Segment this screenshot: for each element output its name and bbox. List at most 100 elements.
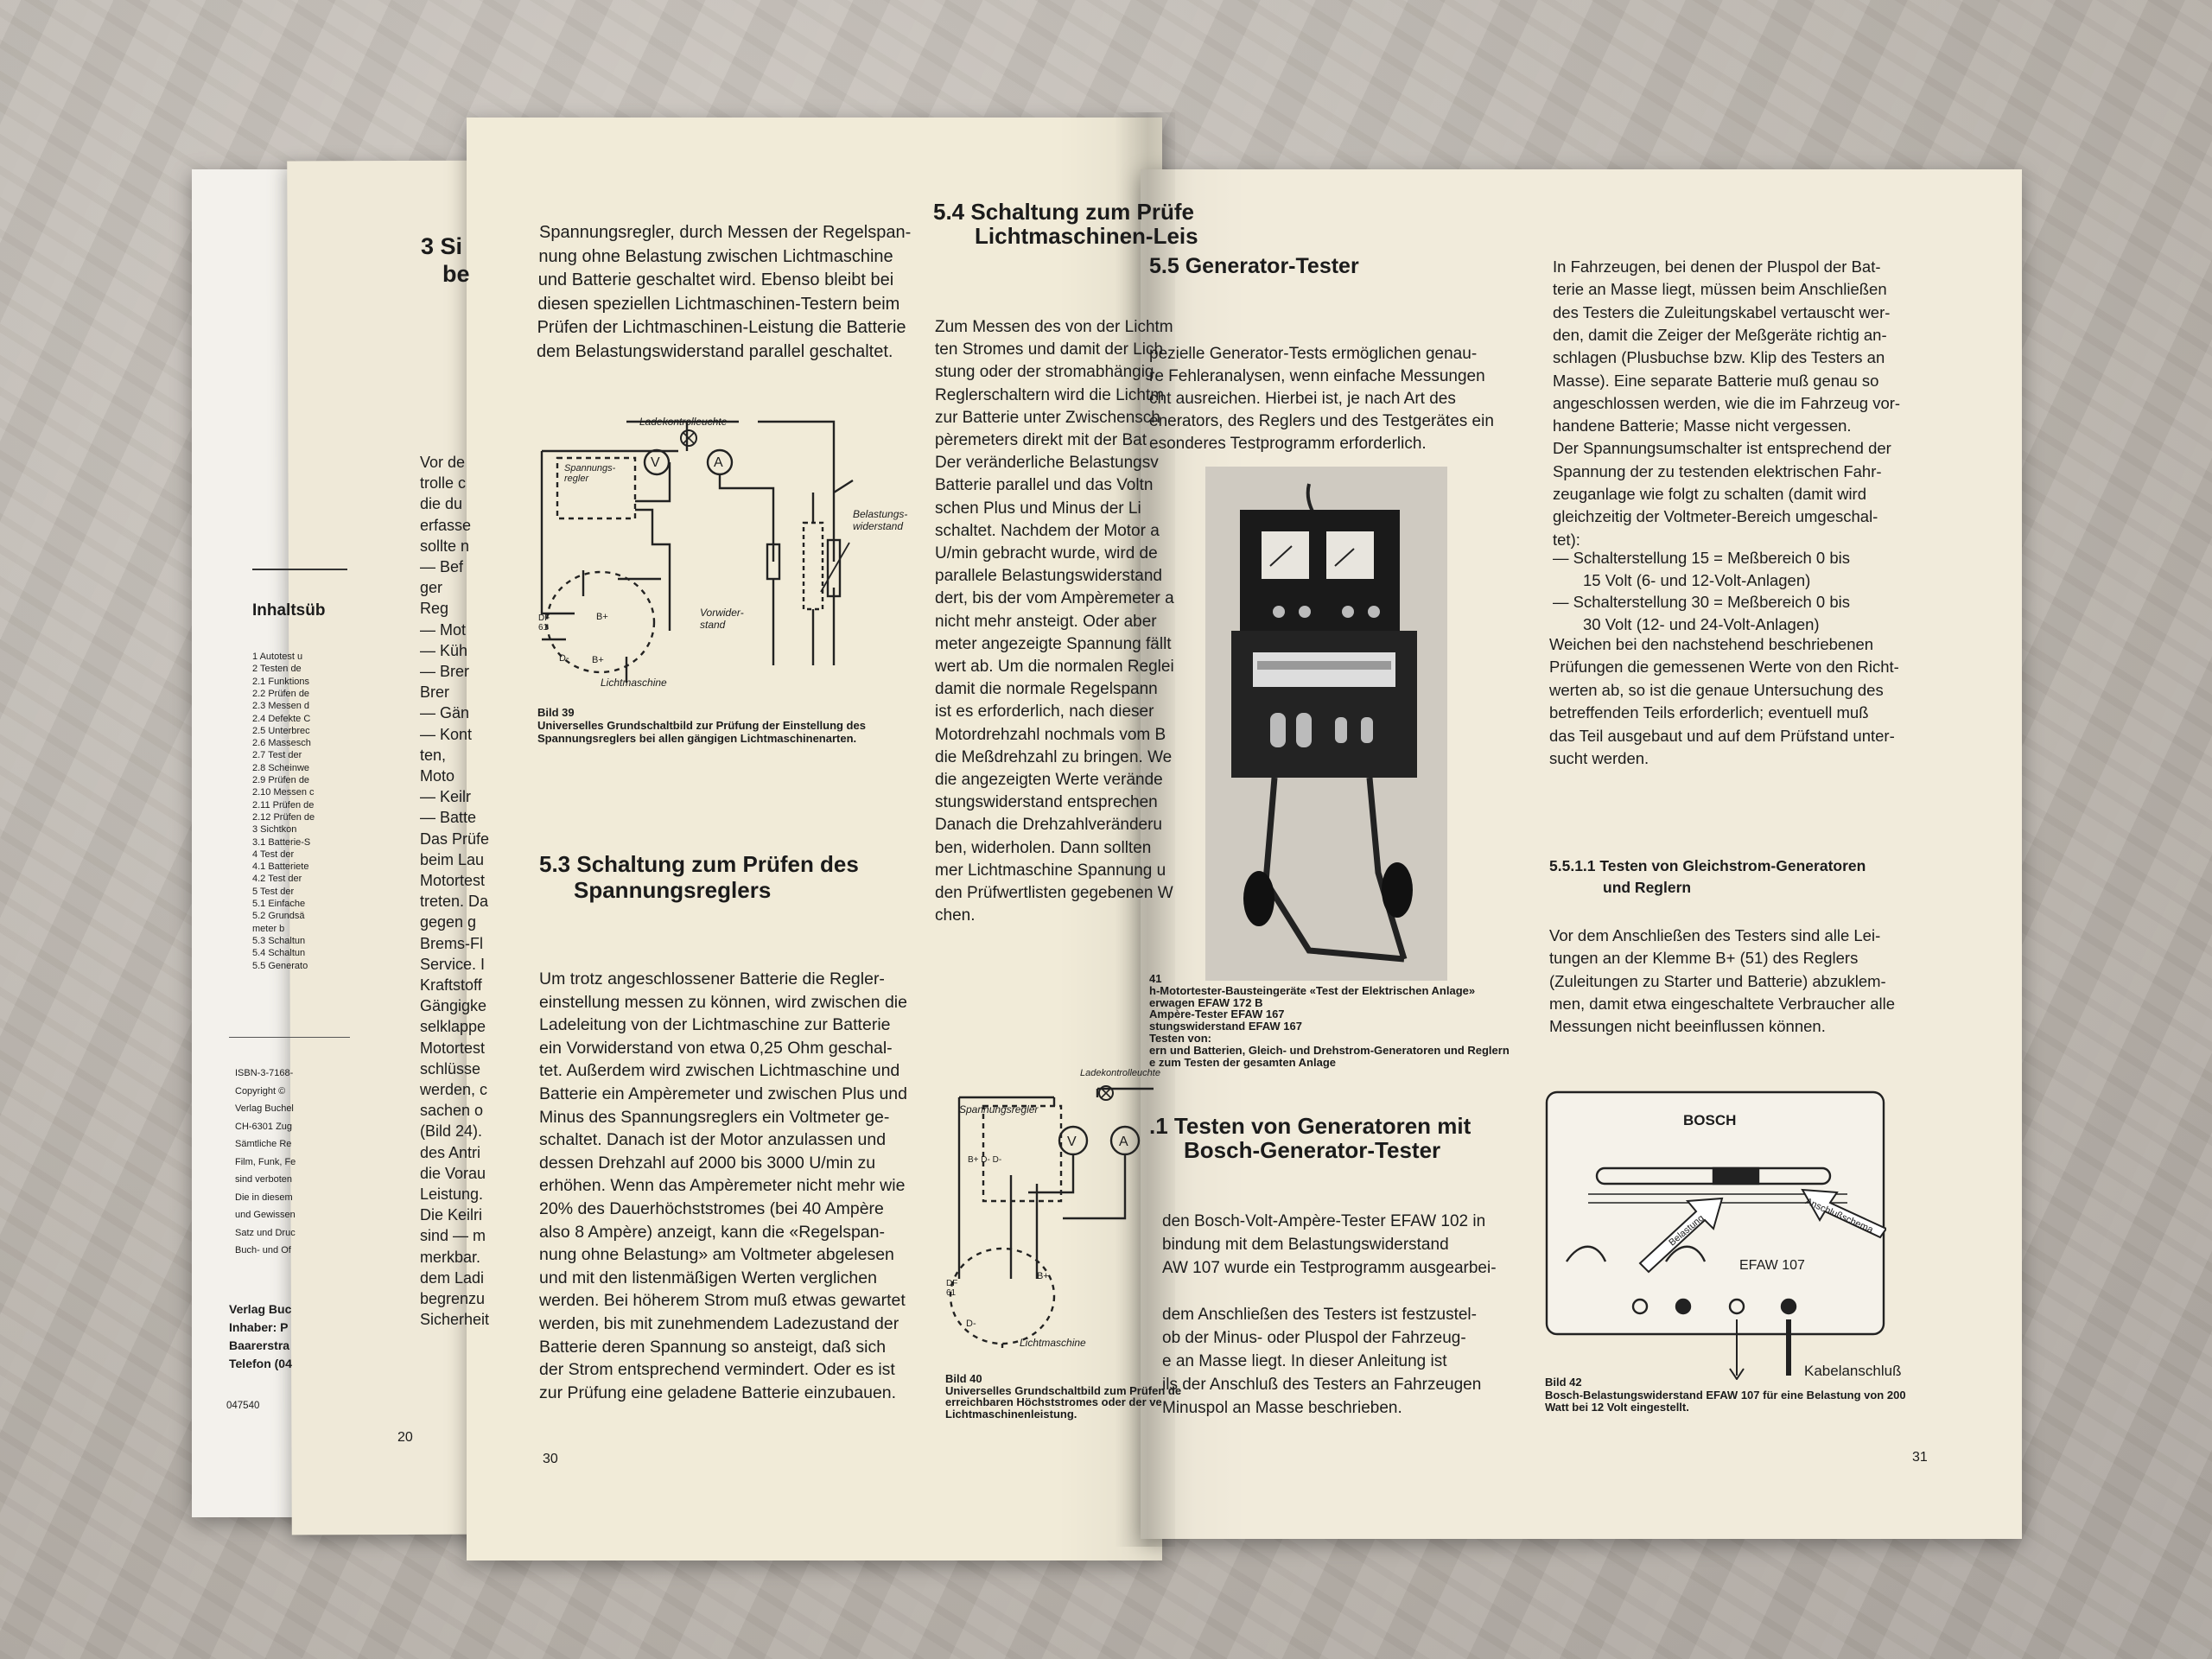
text-line: sind verboten xyxy=(235,1174,293,1185)
text-line: und Gewissen xyxy=(235,1210,296,1220)
label-terminals-40: B+ D- D- xyxy=(968,1155,1002,1165)
toc-entry: 4.2 Test der xyxy=(252,874,302,885)
text-line: und Reglern xyxy=(1603,878,1692,896)
toc-entry: 2.1 Funktions xyxy=(252,676,310,687)
text-line: Der Spannungsumschalter ist entsprechend… xyxy=(1553,439,1891,458)
text-line: Minuspol an Masse beschrieben. xyxy=(1162,1399,1402,1417)
text-line: erhöhen. Wenn das Ampèremeter nicht mehr… xyxy=(539,1176,906,1196)
text-line: Motordrehzahl nochmals vom B xyxy=(935,725,1166,744)
text-line: mer Lichtmaschine Spannung u xyxy=(935,861,1166,880)
text-line: werden. Bei höherem Strom muß etwas gewa… xyxy=(539,1291,906,1311)
label-generator-40: Lichtmaschine xyxy=(1020,1337,1086,1349)
text-line: enerators, des Reglers und des Testgerät… xyxy=(1149,412,1494,430)
label-df-40: DF 61 xyxy=(946,1279,958,1298)
text-line: zur Prüfung eine geladene Batterie einzu… xyxy=(539,1382,897,1402)
divider xyxy=(229,1037,350,1038)
text-line: 15 Volt (6- und 12-Volt-Anlagen) xyxy=(1583,570,1811,589)
text-line: stung oder der stromabhängig xyxy=(935,363,1154,382)
circuit-diagram-39: Ladekontrolleuchte Spannungs- regler V A… xyxy=(531,406,912,691)
text-line: tet): xyxy=(1553,530,1580,549)
text-line: ten Stromes und damit der Lich xyxy=(935,340,1164,359)
text-line: betreffenden Teils erforderlich; eventue… xyxy=(1549,703,1869,722)
label-generator: Lichtmaschine xyxy=(601,677,667,689)
text-line: Motortest xyxy=(420,1039,486,1057)
text-line: U/min gebracht wurde, wird de xyxy=(935,544,1158,563)
text-line: Leistung. xyxy=(420,1185,484,1203)
caption-line: Lichtmaschinenleistung. xyxy=(945,1407,1077,1421)
heading-line: Lichtmaschinen-Leis xyxy=(975,223,1198,249)
text-line: diesen speziellen Lichtmaschinen-Testern… xyxy=(537,294,900,314)
toc-entry: 2.6 Massesch xyxy=(252,738,311,749)
heading-line: 5.3 Schaltung zum Prüfen des xyxy=(539,851,859,877)
text-line: Masse). Eine separate Batterie muß genau… xyxy=(1553,371,1879,390)
text-line: Weichen bei den nachstehend beschriebene… xyxy=(1549,635,1874,653)
label-d-40: D- xyxy=(966,1319,976,1329)
toc-entry: 2.10 Messen c xyxy=(252,787,315,798)
text-line: die Meßdrehzahl zu bringen. We xyxy=(935,747,1173,766)
caption-line: stungswiderstand EFAW 167 xyxy=(1149,1020,1302,1033)
toc-entry: 3.1 Batterie-S xyxy=(252,836,311,848)
text-line: Kraftstoff xyxy=(420,976,482,994)
text-line: schaltet. Nachdem der Motor a xyxy=(935,521,1160,540)
text-line: Brer xyxy=(420,683,450,702)
text-line: dem Anschließen des Testers ist festzust… xyxy=(1162,1306,1477,1324)
text-line: nung ohne Belastung zwischen Lichtmaschi… xyxy=(538,246,893,266)
caption-line: erreichbaren Höchststromes oder der ve xyxy=(945,1395,1162,1408)
text-line: damit die normale Regelspann xyxy=(935,680,1158,699)
text-line: sollte n xyxy=(420,537,470,555)
heading-line: Bosch-Generator-Tester xyxy=(1184,1137,1441,1163)
caption-line: erwagen EFAW 172 B xyxy=(1149,995,1263,1009)
text-line: parallele Belastungswiderstand xyxy=(935,567,1162,586)
model-label: EFAW 107 xyxy=(1739,1258,1805,1273)
text-line: die du xyxy=(420,495,463,513)
label-df: DF 61 xyxy=(538,613,550,632)
caption-line: Universelles Grundschaltbild zum Prüfen … xyxy=(945,1383,1182,1397)
text-line: Verlag Buchel xyxy=(235,1103,294,1114)
text-line: — Küh xyxy=(420,641,468,659)
label-b-40: B+ xyxy=(1037,1271,1049,1281)
text-line: gleichzeitig der Voltmeter-Bereich umges… xyxy=(1553,507,1878,526)
text-line: — Schalterstellung 15 = Meßbereich 0 bis xyxy=(1553,549,1850,567)
tester-photo xyxy=(1205,467,1447,981)
text-line: ger xyxy=(420,579,443,597)
toc-entry: meter b xyxy=(252,923,285,934)
text-line: ein Vorwiderstand von etwa 0,25 Ohm gesc… xyxy=(539,1038,893,1058)
text-line: Ladeleitung von der Lichtmaschine zur Ba… xyxy=(539,1015,891,1035)
text-line: — Brer xyxy=(420,663,470,680)
toc-entry: 2.12 Prüfen de xyxy=(252,811,315,823)
text-line: den, damit die Zeiger der Meßgeräte rich… xyxy=(1553,325,1887,344)
text-line: (Bild 24). xyxy=(420,1122,483,1141)
text-line: 5.5.1.1 Testen von Gleichstrom-Generator… xyxy=(1549,857,1866,874)
text-line: schaltet. Danach ist der Motor anzulasse… xyxy=(539,1130,887,1150)
text-line: Batterie parallel und das Voltn xyxy=(935,476,1154,495)
text-line: Service. I xyxy=(420,955,486,973)
toc-entry: 4.1 Batteriete xyxy=(252,861,309,873)
text-line: Inhaber: P xyxy=(229,1320,289,1334)
text-line: schlagen (Plusbuchse bzw. Klip des Teste… xyxy=(1553,348,1885,367)
text-line: Prüfungen die gemessenen Werte von den R… xyxy=(1549,658,1899,677)
text-line: Reg xyxy=(420,600,449,618)
text-line: merkbar. xyxy=(420,1248,481,1266)
caption-line: Bild 40 xyxy=(945,1372,982,1385)
text-line: — Kont xyxy=(420,725,473,743)
toc-entry: 5.3 Schaltun xyxy=(252,935,306,946)
toc-entry: 2.11 Prüfen de xyxy=(252,799,315,810)
text-line: Prüfen der Lichtmaschinen-Leistung die B… xyxy=(537,318,906,337)
cable-label: Kabelanschluß xyxy=(1804,1363,1902,1379)
text-line: begrenzu xyxy=(420,1290,486,1307)
text-line: pezielle Generator-Tests ermöglichen gen… xyxy=(1149,345,1478,363)
text-line: Reglerschaltern wird die Lichtm xyxy=(935,385,1165,404)
text-line: Batterie deren Spannung so ansteigt, daß… xyxy=(539,1337,887,1357)
text-line: tungen an der Klemme B+ (51) des Reglers xyxy=(1549,949,1859,968)
label-bv: B+ xyxy=(592,655,604,665)
toc-entry: 2.8 Scheinwe xyxy=(252,762,310,773)
text-line: werden, c xyxy=(420,1081,488,1098)
text-line: das Teil ausgebaut und auf dem Prüfstand… xyxy=(1549,726,1895,745)
text-line: Copyright © xyxy=(235,1085,286,1096)
text-line: dessen Drehzahl auf 2000 bis 3000 U/min … xyxy=(539,1153,876,1173)
text-line: des Testers die Zuleitungskabel vertausc… xyxy=(1553,302,1891,321)
toc-entry: 5.2 Grundsä xyxy=(252,911,305,922)
text-line: cht ausreichen. Hierbei ist, je nach Art… xyxy=(1149,390,1456,408)
toc-entry: 2.7 Test der xyxy=(252,750,302,761)
text-line: beim Lau xyxy=(420,850,485,868)
